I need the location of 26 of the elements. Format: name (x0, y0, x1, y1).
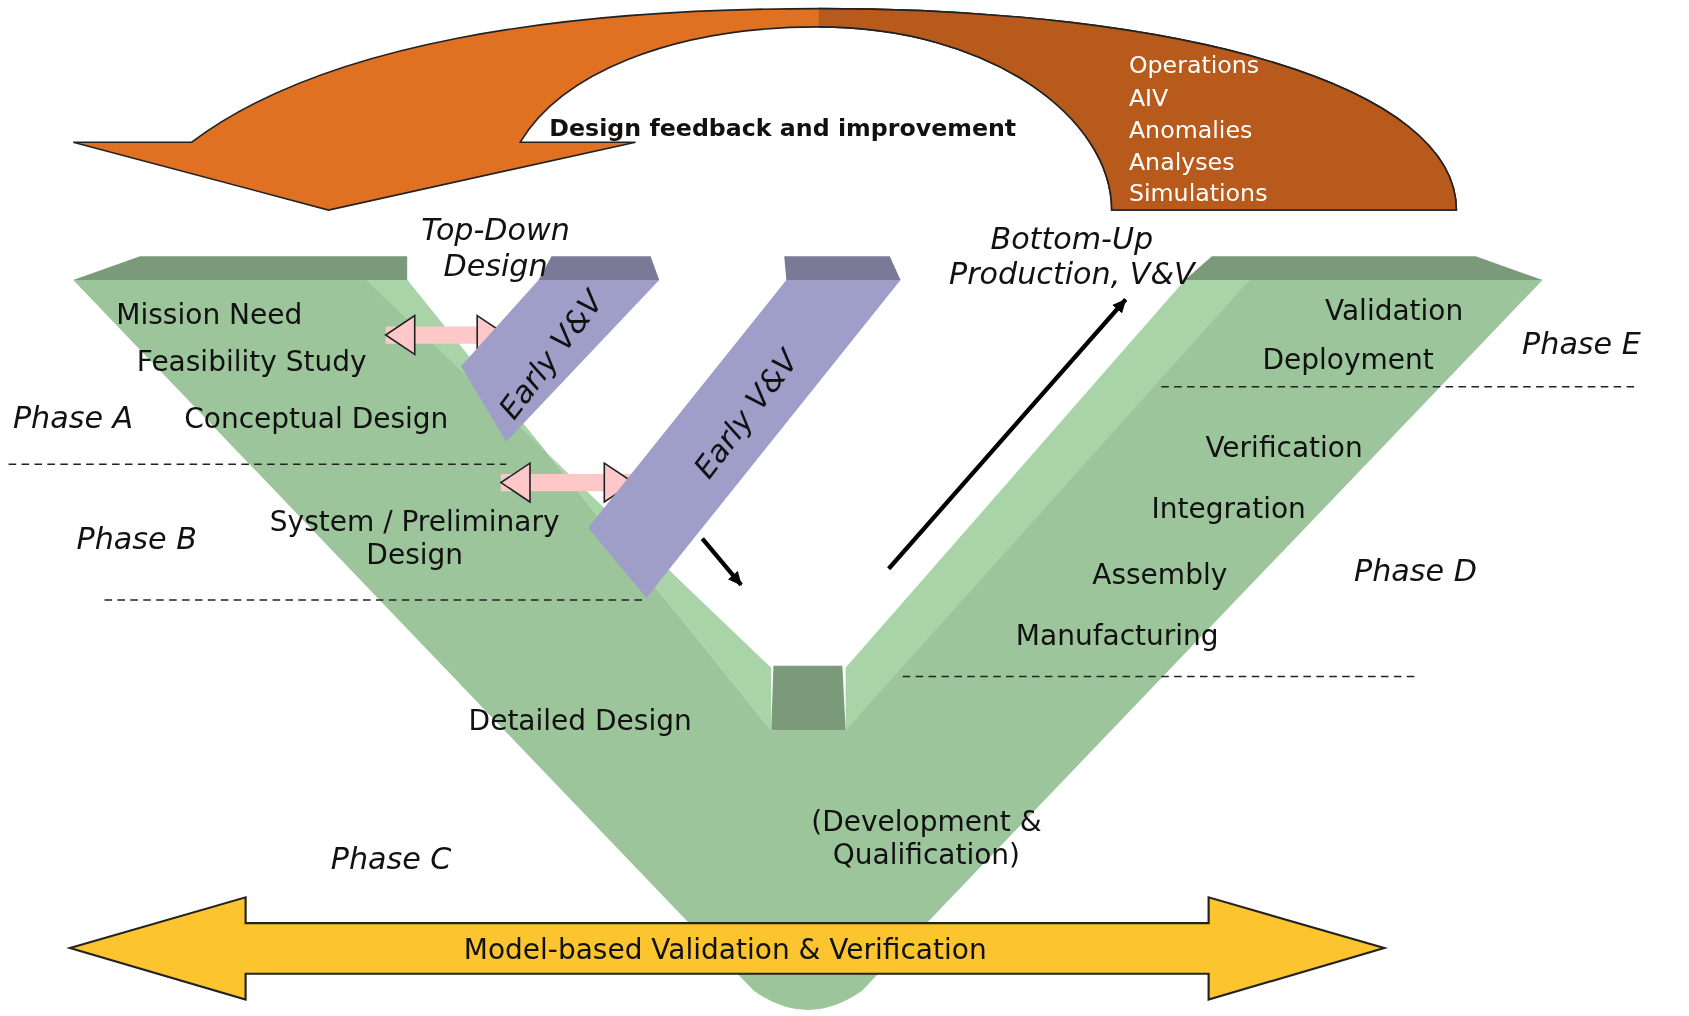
arrow-label: Design feedback and improvement (549, 114, 1017, 143)
phase-label: Phase E (1522, 326, 1641, 363)
stage-label: System / Preliminary Design (268, 505, 561, 573)
stage-label: (Development & Qualification) (810, 804, 1043, 872)
stage-label: Validation (1324, 293, 1464, 328)
list-item: Operations (1128, 51, 1260, 81)
stage-label: Manufacturing (1015, 618, 1219, 653)
stage-label: Deployment (1262, 343, 1434, 377)
list-item: Simulations (1128, 179, 1268, 209)
phase-label: Phase A (12, 399, 134, 436)
stage-label: Verification (1205, 430, 1363, 464)
stage-label: Integration (1151, 491, 1306, 526)
phase-label: Phase D (1354, 552, 1477, 589)
direction-label: Bottom-Up Production, V&V (948, 220, 1197, 293)
direction-label: Top-Down Design (420, 211, 571, 285)
stage-label: Assembly (1092, 557, 1228, 592)
stage-label: Feasibility Study (136, 344, 367, 378)
list-item: Anomalies (1128, 116, 1253, 145)
list-item: Analyses (1128, 148, 1235, 178)
phase-label: Phase B (76, 521, 197, 558)
stage-label: Mission Need (116, 297, 303, 332)
stage-label: Conceptual Design (184, 401, 449, 435)
stage-label: Detailed Design (468, 703, 692, 738)
bar-label: Model-based Validation & Verification (463, 932, 987, 966)
phase-label: Phase C (330, 841, 452, 878)
list-item: AIV (1128, 84, 1169, 113)
